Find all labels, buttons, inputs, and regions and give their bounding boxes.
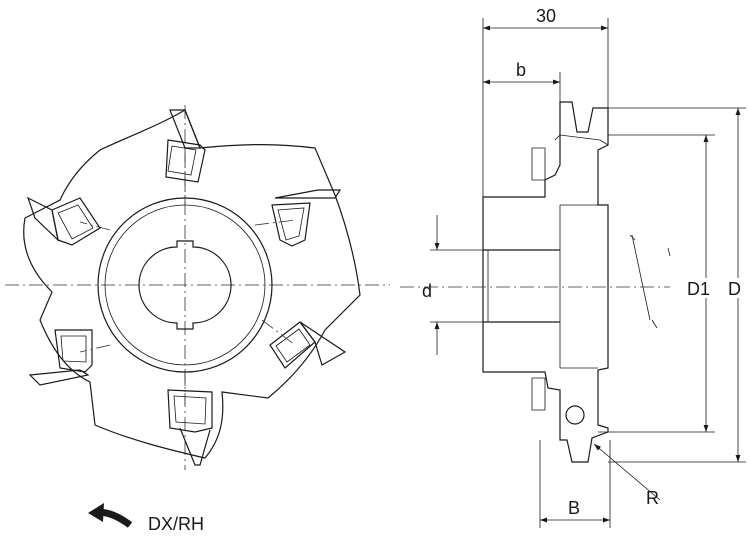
rotation-label: DX/RH	[148, 514, 204, 534]
dim-d-label: d	[422, 281, 432, 301]
keyed-bore	[138, 240, 232, 330]
cutter-body-outline	[23, 109, 361, 459]
tooth-insert-lower-left	[28, 329, 111, 386]
dim-D1-label: D1	[687, 279, 710, 299]
side-body-outline	[482, 101, 609, 463]
rotation-direction-arrow	[88, 503, 133, 528]
tooth-insert-lower-right	[261, 319, 347, 369]
tooth-insert-top	[165, 109, 206, 205]
tooth-insert-upper-left	[26, 196, 111, 246]
tooth-insert-bottom	[167, 372, 213, 466]
dim-30-label: 30	[536, 6, 556, 26]
front-view: DX/RH	[5, 105, 390, 534]
dim-R-label: R	[646, 488, 659, 508]
dim-R-leader	[593, 443, 661, 501]
dim-B-label: B	[568, 498, 580, 518]
side-view: 30 b d D1 D B R	[400, 6, 746, 528]
dim-b-label: b	[516, 60, 526, 80]
tooth-insert-upper-right	[254, 189, 342, 247]
dim-D-label: D	[728, 279, 741, 299]
screw-hole	[565, 405, 585, 425]
